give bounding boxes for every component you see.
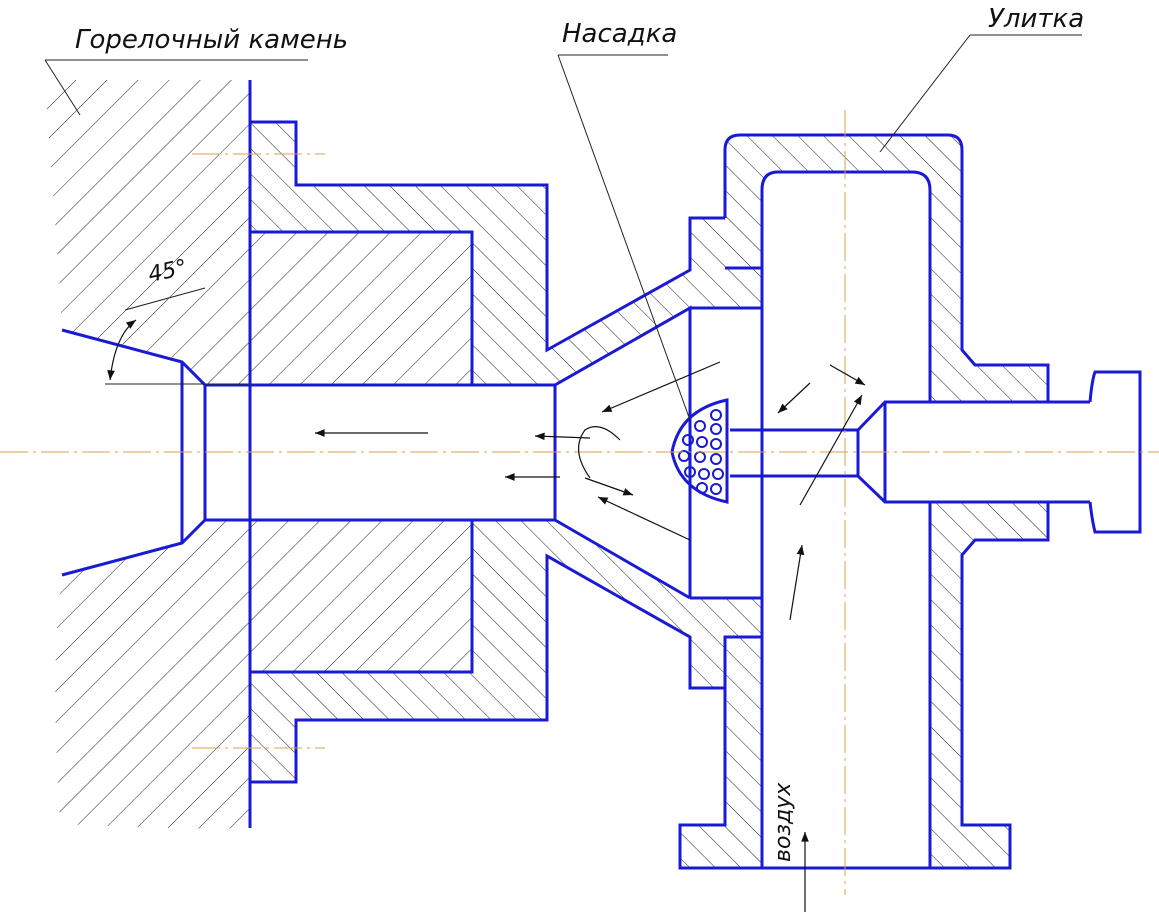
nozzle-label: Насадка bbox=[562, 19, 677, 49]
burner-stone-label: Горелочный камень bbox=[75, 25, 348, 55]
axis-lines bbox=[0, 110, 1159, 895]
burner-body-lower bbox=[250, 520, 762, 782]
burner-stone-upper bbox=[45, 80, 250, 385]
volute-label: Улитка bbox=[988, 4, 1084, 34]
volute-wall-bottom bbox=[930, 502, 1048, 868]
air-label: воздух bbox=[771, 782, 796, 862]
volute-wall-left-bottom bbox=[680, 637, 762, 868]
burner-stone bbox=[45, 80, 252, 829]
volute-wall-top bbox=[725, 135, 1048, 402]
burner-body-upper bbox=[250, 122, 762, 385]
nozzle-holes bbox=[678, 409, 724, 495]
nozzle-head bbox=[670, 398, 729, 504]
inner-block-upper bbox=[250, 232, 472, 385]
annotations: Горелочный камень Насадка Улитка воздух bbox=[44, 4, 1084, 862]
inner-block-lower bbox=[250, 520, 472, 672]
burner-body bbox=[250, 120, 762, 784]
burner-stone-lower bbox=[55, 520, 250, 829]
flow-arrows bbox=[315, 361, 866, 912]
